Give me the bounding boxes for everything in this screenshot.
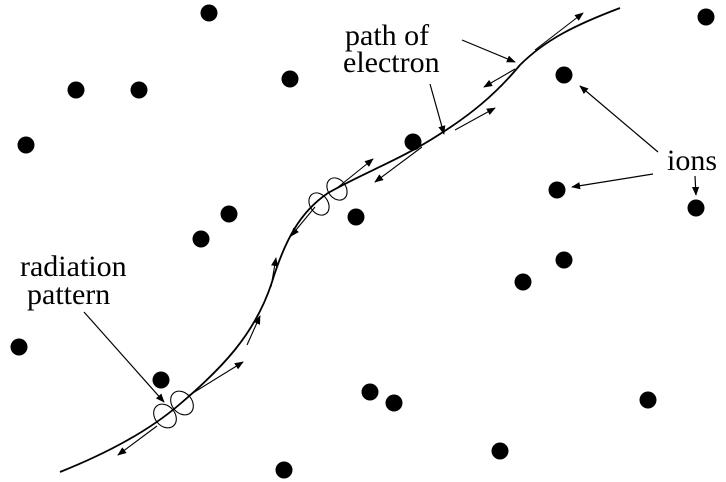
direction-arrow [270, 257, 279, 288]
path-label-pointer [429, 83, 446, 135]
path-label-line1: path of [345, 19, 429, 52]
ion [281, 70, 299, 88]
ions-pointer [571, 173, 654, 190]
direction-arrow [336, 158, 374, 189]
ion [514, 273, 532, 291]
ions-group [10, 4, 715, 479]
direction-arrows [117, 12, 584, 456]
direction-arrow [290, 206, 316, 237]
ion [347, 208, 365, 226]
ion [555, 66, 573, 84]
radiation-pattern-lower [153, 390, 194, 429]
ion [548, 181, 566, 199]
label-pointers [83, 39, 700, 403]
radiation-label-pointer [83, 311, 165, 403]
ion [200, 4, 218, 22]
ion [67, 81, 85, 99]
path-label-line2: electron [343, 46, 440, 79]
ion [385, 394, 403, 412]
ions-pointer [691, 175, 700, 196]
radiation-pattern-upper [308, 177, 348, 216]
direction-arrow [534, 12, 584, 51]
direction-arrow [246, 315, 261, 346]
ion [10, 338, 28, 356]
direction-arrow [454, 107, 496, 131]
electron-path [59, 7, 621, 473]
ions-pointer [579, 85, 659, 153]
direction-arrow [483, 68, 516, 88]
ions-label: ions [667, 144, 717, 177]
ion [361, 383, 379, 401]
ion [491, 442, 509, 460]
ion [697, 8, 715, 26]
ion [404, 133, 422, 151]
ion [17, 136, 35, 154]
direction-arrow [374, 146, 423, 183]
ion [555, 251, 573, 269]
direction-arrow [187, 361, 244, 397]
ion [192, 230, 210, 248]
radiation-label-line2: pattern [27, 278, 110, 311]
path-label-pointer [461, 39, 516, 63]
ion [220, 205, 238, 223]
ion [152, 371, 170, 389]
ion [130, 81, 148, 99]
ion [275, 461, 293, 479]
ion [639, 391, 657, 409]
ion [687, 199, 705, 217]
radiation-label-line1: radiation [20, 250, 127, 283]
direction-arrow [117, 425, 158, 456]
